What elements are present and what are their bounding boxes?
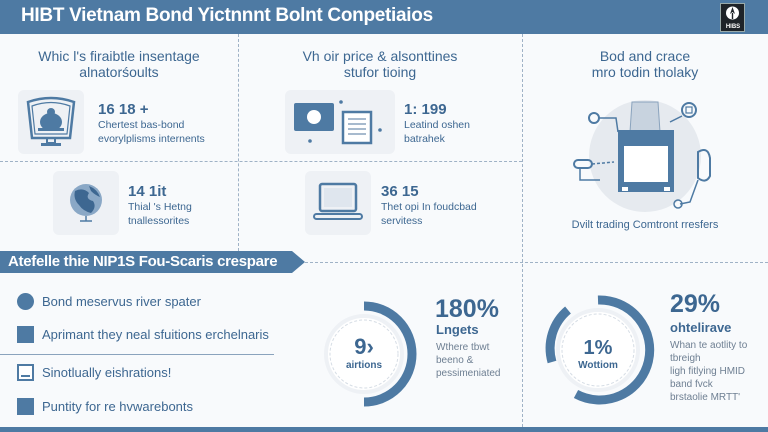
stat-block-1: 16 18 + Chertest bas-bond evorylplisms i… (98, 101, 205, 146)
logo-text: HIBS (725, 24, 741, 30)
divider-horizontal-1 (0, 161, 522, 162)
stat-description: servitess (381, 215, 423, 227)
donut-label: Wottiom (578, 360, 618, 371)
banner-arrow-shape (0, 251, 305, 273)
column-3-title: Bod and crace mro todin tholaky (591, 48, 699, 80)
stat-block-2: 1: 199 Leatind oshen batrahek (404, 101, 470, 146)
kpi-2-description: Whan te aotlity to tbreigh ligh fitlying… (670, 340, 748, 403)
header-bar: HIBT Vietnam Bond Yictnnnt Bolnt Conpeti… (0, 0, 768, 34)
globe-icon (70, 184, 102, 222)
legend-item: Bond meservus river spater (17, 292, 201, 310)
divider-vertical-1 (238, 34, 239, 251)
stat-description: Chertest bas-bond (98, 119, 185, 131)
donut-chart-1 (324, 301, 417, 407)
outline-square-marker-icon (17, 363, 34, 381)
column-3-caption: Dvilt trading Comtront rresfers (571, 219, 719, 231)
kpi-1-label: Lngets (436, 322, 479, 337)
donut-2-center: 1% Wottiom (558, 337, 638, 371)
legend-item: Aprimant they neal sfuitions erchelnaris (17, 325, 269, 343)
vault-tile (18, 90, 84, 154)
legend-separator (0, 354, 274, 355)
stat-value: 16 18 + (98, 101, 149, 118)
globe-tile (53, 171, 119, 235)
footer-bar (0, 427, 768, 432)
stat-description: Thial 's Hetng (128, 201, 192, 213)
donut-1-center: 9› airtions (324, 334, 404, 371)
circle-marker-icon (17, 292, 34, 310)
kpi-2-value: 29% (670, 290, 721, 318)
donut-chart-2 (545, 295, 655, 405)
document-tile (285, 90, 395, 154)
stat-value: 14 1it (128, 183, 167, 200)
document-screen-icon (294, 100, 382, 145)
square-marker-icon (17, 325, 34, 343)
stat-description: Thet opi In foudcbad (381, 201, 477, 213)
stat-description: batrahek (404, 133, 445, 145)
donut-value: 9› (354, 334, 374, 359)
banner-text: Atefelle thie NIP1S Fou-Scaris crespare (8, 253, 278, 270)
trading-terminal-illustration (573, 100, 711, 212)
legend-item: Sinotlually eishrations! (17, 363, 171, 381)
stat-value: 1: 199 (404, 101, 447, 118)
stat-description: Leatind oshen (404, 119, 470, 131)
laptop-tile (305, 171, 371, 235)
donut-value: 1% (583, 337, 613, 359)
divider-vertical-2 (522, 34, 523, 432)
kpi-1-value: 180% (435, 295, 499, 323)
stat-description: evorylplisms internents (98, 133, 205, 145)
stat-value: 36 15 (381, 183, 419, 200)
kpi-2-label: ohtelirave (670, 320, 732, 335)
donut-label: airtions (345, 360, 383, 371)
page-title: HIBT Vietnam Bond Yictnnnt Bolnt Conpeti… (21, 5, 433, 26)
legend-item: Puntity for re hvwarebonts (17, 397, 193, 415)
stat-block-4: 36 15 Thet opi In foudcbad servitess (381, 183, 477, 228)
vault-bank-icon (26, 96, 76, 146)
laptop-icon (313, 182, 363, 220)
square-marker-icon (17, 397, 34, 415)
hibt-logo: HIBS (720, 3, 745, 32)
stat-description: tnallessorites (128, 215, 190, 227)
logo-emblem-icon (726, 6, 739, 20)
kpi-1-description: Wthere tbwt beeno & pessimeniated (436, 342, 501, 379)
section-banner: Atefelle thie NIP1S Fou-Scaris crespare (0, 251, 305, 273)
column-2-title: Vh oir price & alsonttines stufor tioing (302, 48, 458, 80)
divider-horizontal-2 (305, 262, 768, 263)
stat-block-3: 14 1it Thial 's Hetng tnallessorites (128, 183, 192, 228)
column-1-title: Whic l's firaibtle insentage alnatorśoul… (38, 48, 200, 80)
